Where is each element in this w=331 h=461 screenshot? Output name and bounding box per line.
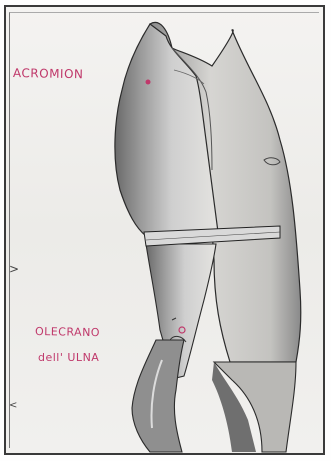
forearm-shape (132, 340, 184, 452)
olecrano-label-line2: dell' ULNA (38, 351, 99, 364)
left-edge-tick: < (9, 400, 17, 411)
acromion-marker-dot (146, 80, 151, 85)
acromion-label: ACROMION (13, 66, 84, 81)
olecrano-label-line1: OLECRANO (35, 325, 100, 339)
left-edge-bracket: > (9, 262, 19, 276)
upper-arm-shape (115, 24, 218, 236)
